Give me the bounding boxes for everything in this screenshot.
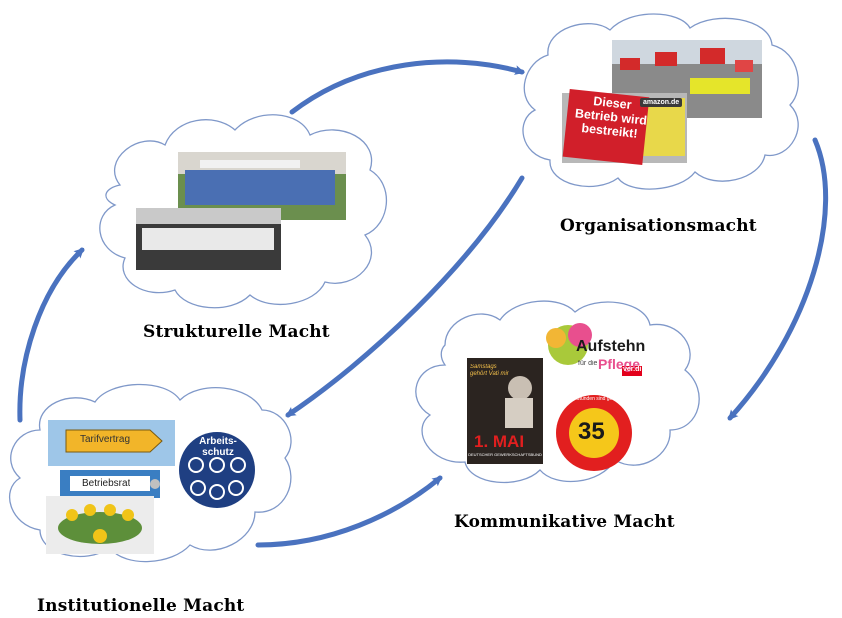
betriebsrat-text: Betriebsrat bbox=[82, 478, 131, 489]
arrow-institutionelle-to-kommunikative bbox=[255, 475, 443, 548]
tarifvertrag-text: Tarifvertrag bbox=[80, 434, 131, 445]
badge-ring-text: 35 Stunden sind genug bbox=[569, 396, 621, 402]
badge-35-hours bbox=[556, 395, 632, 471]
arbeitsschutz-icon bbox=[179, 432, 255, 508]
label-institutionelle: Institutionelle Macht bbox=[37, 596, 245, 616]
arrow-institutionelle-to-strukturelle bbox=[17, 247, 85, 423]
arrow-organisations-to-institutionelle bbox=[285, 175, 525, 418]
label-organisations: Organisationsmacht bbox=[560, 216, 757, 236]
badge-35: 35 bbox=[578, 418, 605, 445]
poster-text: Samstags gehört Vati mir bbox=[470, 364, 509, 377]
photo-strike-sign bbox=[562, 89, 687, 165]
photo-figures-circle bbox=[46, 496, 154, 554]
strike-sign-text: Dieser Betrieb wird bestreikt! bbox=[574, 94, 648, 141]
poster-1-mai bbox=[467, 358, 543, 464]
photo-crowd-workers bbox=[136, 208, 281, 270]
arbeitsschutz-text: Arbeits-schutz bbox=[199, 436, 237, 458]
photo-demonstration bbox=[612, 40, 762, 118]
aufstehn-text: Aufstehn bbox=[576, 338, 646, 355]
label-kommunikative: Kommunikative Macht bbox=[454, 512, 675, 532]
label-strukturelle: Strukturelle Macht bbox=[143, 322, 330, 342]
poster-dgb: DEUTSCHER GEWERKSCHAFTSBUND bbox=[468, 452, 542, 457]
sign-tarifvertrag bbox=[48, 420, 175, 466]
aufstehn-pflege: Pflege bbox=[598, 356, 641, 372]
amazon-logo: amazon.de bbox=[640, 98, 683, 107]
verdi-logo: ver.di bbox=[623, 366, 642, 373]
arrow-strukturelle-to-organisations bbox=[289, 59, 525, 115]
arrows bbox=[17, 59, 829, 548]
logo-aufstehn-pflege bbox=[546, 323, 642, 376]
poster-mai: 1. MAI bbox=[474, 432, 525, 451]
arrow-organisations-to-kommunikative bbox=[727, 137, 829, 421]
aufstehn-sub: für die bbox=[578, 360, 598, 367]
folder-betriebsrat bbox=[60, 470, 160, 498]
